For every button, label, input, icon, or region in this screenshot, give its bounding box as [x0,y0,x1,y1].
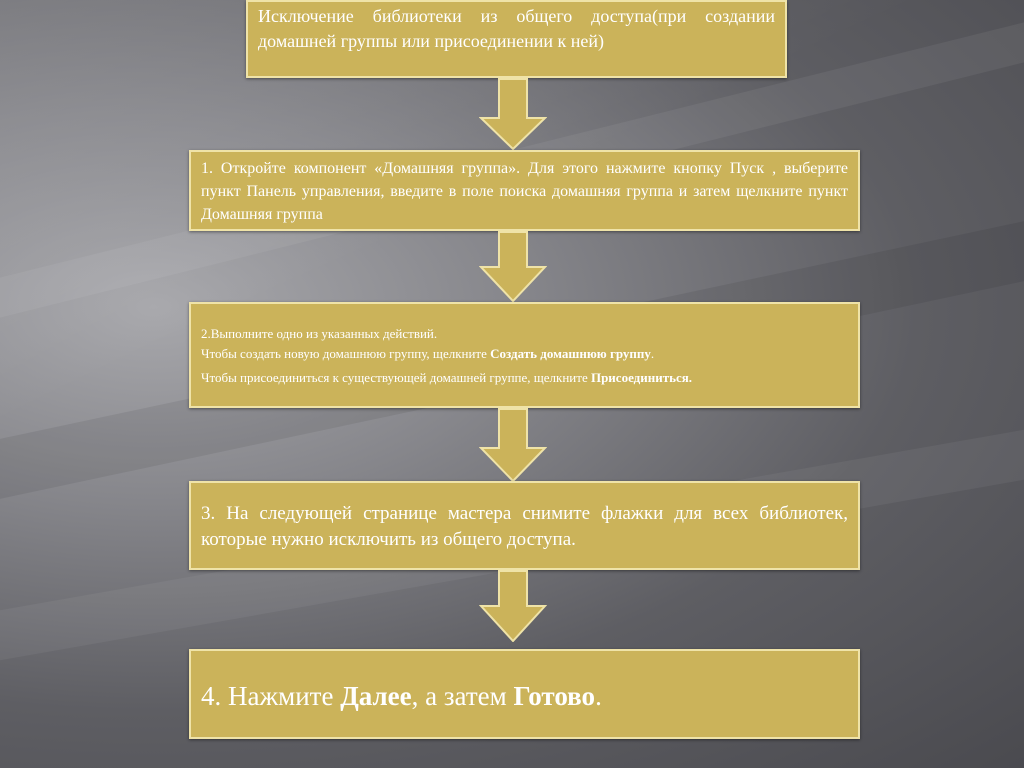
down-arrow-icon [479,408,547,482]
down-arrow-icon [479,78,547,150]
down-arrow-icon [479,231,547,303]
create-homegroup-label: Создать домашнюю группу [490,346,651,361]
step-box-3: 3. На следующей странице мастера снимите… [189,481,860,570]
step-line: Чтобы создать новую домашнюю группу, щел… [201,344,848,364]
next-label: Далее [340,681,412,711]
step-text-part: 4. Нажмите [201,681,341,711]
step-line-text: Чтобы присоединиться к существующей дома… [201,370,591,385]
step-line: Чтобы присоединиться к существующей дома… [201,368,848,388]
step-box-1: 1. Откройте компонент «Домашняя группа».… [189,150,860,231]
step-line-text: . [650,346,655,361]
step-text: Исключение библиотеки из общего доступа(… [258,6,775,51]
finish-label: Готово [513,681,596,711]
step-text: 1. Откройте компонент «Домашняя группа».… [201,160,848,223]
step-line-text: Чтобы создать новую домашнюю группу, щел… [201,346,491,361]
join-label: Присоединиться. [590,370,693,385]
step-line: 2.Выполните одно из указанных действий. [201,326,438,341]
step-box-2: 2.Выполните одно из указанных действий. … [189,302,860,408]
step-box-title: Исключение библиотеки из общего доступа(… [246,0,787,78]
step-text: 3. На следующей странице мастера снимите… [201,503,848,550]
step-text-part: . [595,681,602,711]
step-text: 4. Нажмите Далее, а затем Готово. [201,679,848,713]
step-box-4: 4. Нажмите Далее, а затем Готово. [189,649,860,739]
down-arrow-icon [479,570,547,642]
step-text-part: , а затем [411,681,514,711]
